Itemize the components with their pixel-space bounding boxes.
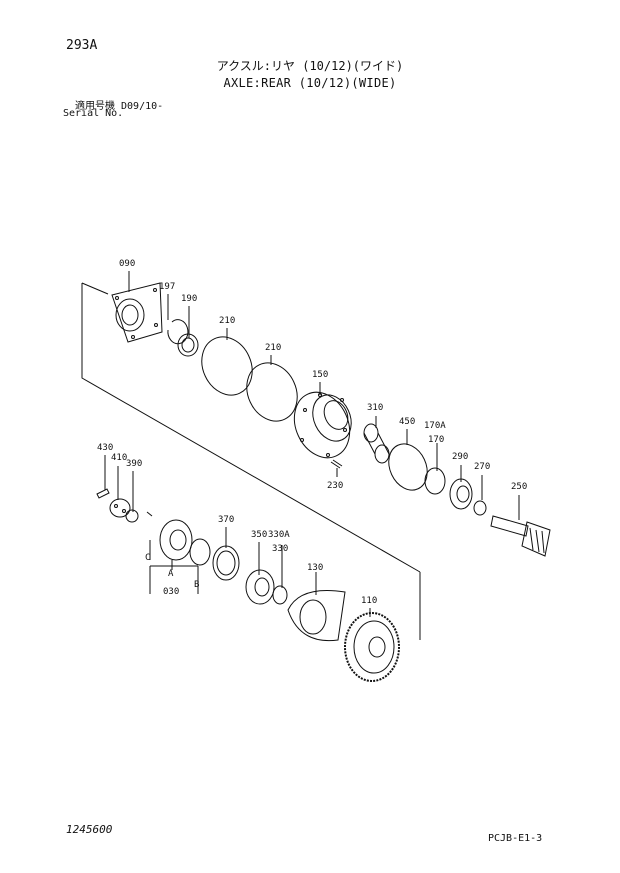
sheet-code: PCJB-E1-3 (488, 833, 543, 844)
callout-190: 190 (181, 294, 197, 304)
part-pin (146, 511, 153, 517)
callout-250: 250 (511, 482, 527, 492)
part-350-bearing (245, 569, 275, 605)
part-210-o-ring (201, 336, 253, 396)
part-170-ring (424, 467, 446, 495)
callout-430: 430 (97, 443, 113, 453)
part-110-gear (344, 612, 400, 682)
part-330-ring (272, 585, 288, 605)
callout-090: 090 (119, 259, 135, 269)
title-english: AXLE:REAR (10/12)(WIDE) (223, 76, 397, 90)
callout-330: 330 (272, 544, 288, 554)
callout-210: 210 (265, 343, 281, 353)
callout-270: 270 (474, 462, 490, 472)
part-390-o-ring (125, 509, 139, 523)
callout-370: 370 (218, 515, 234, 525)
part-230-pin (330, 459, 343, 469)
callout-170: 170 (428, 435, 444, 445)
callout-b: B (194, 580, 199, 590)
serial-label-english: Serial No. (63, 108, 124, 119)
page-number: 293A (66, 38, 98, 53)
part-210-o-ring (246, 362, 298, 422)
callout-a: A (168, 569, 174, 579)
callout-110: 110 (361, 596, 377, 606)
serial-label-japanese: 適用号機 D09/10- (75, 101, 164, 112)
part-310-sleeve (363, 423, 390, 464)
title-japanese: アクスル:リヤ (10/12)(ワイド) (216, 59, 404, 73)
part-270-ring (473, 500, 487, 516)
part-b-ring (189, 538, 211, 566)
callout-170a: 170A (424, 421, 446, 431)
part-370-ring (212, 545, 240, 581)
part-430-bolt (96, 488, 110, 499)
callout-150: 150 (312, 370, 328, 380)
callout-450: 450 (399, 417, 415, 427)
part-450-o-ring (388, 443, 428, 491)
callout-330a: 330A (268, 530, 290, 540)
callout-310: 310 (367, 403, 383, 413)
drawing-number: 1245600 (66, 823, 113, 836)
callout-290: 290 (452, 452, 468, 462)
part-290-bearing (449, 478, 473, 510)
callout-130: 130 (307, 563, 323, 573)
callout-197: 197 (159, 282, 175, 292)
part-410-plate (109, 498, 131, 518)
part-197-snap-ring (167, 319, 189, 345)
part-190-seal (177, 333, 199, 357)
part-090-plate (111, 282, 163, 343)
callout-210: 210 (219, 316, 235, 326)
callout-230: 230 (327, 481, 343, 491)
callout-410: 410 (111, 453, 127, 463)
part-150-hub (293, 391, 352, 459)
callout-390: 390 (126, 459, 142, 469)
part-130-cover (287, 589, 346, 642)
part-030-carrier (159, 519, 193, 561)
group-frame-line (81, 282, 109, 295)
callout-030: 030 (163, 587, 179, 597)
group-frame-line (81, 283, 421, 573)
callout-350: 350 (251, 530, 267, 540)
callout-c: C (145, 553, 150, 563)
part-250-pinion (490, 515, 551, 557)
leader-line (104, 271, 520, 617)
